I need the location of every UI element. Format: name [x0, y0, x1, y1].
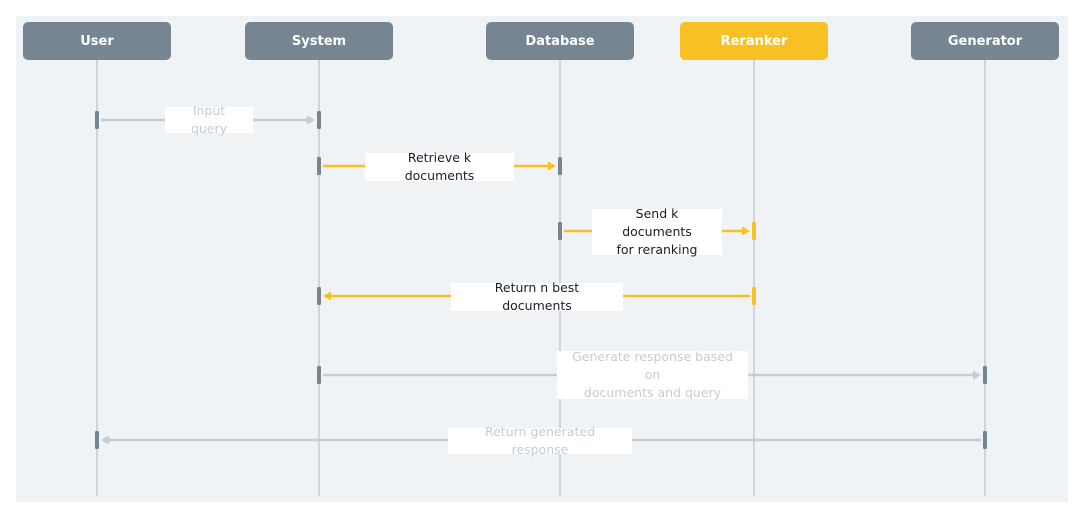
activation-system-input [317, 111, 321, 129]
activation-system-generate [317, 366, 321, 384]
activation-database-retrieve [558, 157, 562, 175]
activation-user-input [95, 111, 99, 129]
message-send-k: Send k documents for reranking [592, 206, 722, 257]
participant-reranker: Reranker [680, 22, 828, 60]
participant-user-label: User [80, 33, 114, 49]
arrowhead-retrieve-k [548, 161, 556, 171]
arrowhead-generate [973, 370, 981, 380]
activation-user-return [95, 431, 99, 449]
arrowhead-return-n [323, 291, 331, 301]
participant-generator: Generator [911, 22, 1059, 60]
participant-user: User [23, 22, 171, 60]
arrowhead-return-generated [101, 435, 109, 445]
activation-generator-return [983, 431, 987, 449]
participant-database-label: Database [525, 33, 595, 49]
participant-generator-label: Generator [947, 33, 1023, 49]
message-generate: Generate response based on documents and… [557, 349, 748, 400]
message-return-generated: Return generated response [448, 424, 632, 457]
message-return-n: Return n best documents [451, 280, 623, 313]
arrowhead-input-query [307, 115, 315, 125]
lifelines [96, 60, 986, 496]
activation-generator-generate [983, 366, 987, 384]
activation-system-retrieve [317, 157, 321, 175]
message-input-query: Input query [165, 103, 253, 136]
message-retrieve-k: Retrieve k documents [365, 150, 514, 183]
activation-reranker-return [752, 287, 756, 305]
activation-database-send [558, 222, 562, 240]
participant-system: System [245, 22, 393, 60]
arrowhead-send-k [742, 226, 750, 236]
activation-reranker-send [752, 222, 756, 240]
participant-system-label: System [291, 33, 347, 49]
activation-system-return [317, 287, 321, 305]
activation-bars [95, 111, 987, 449]
participant-database: Database [486, 22, 634, 60]
diagram-canvas [16, 16, 1068, 502]
participant-reranker-label: Reranker [720, 33, 788, 49]
